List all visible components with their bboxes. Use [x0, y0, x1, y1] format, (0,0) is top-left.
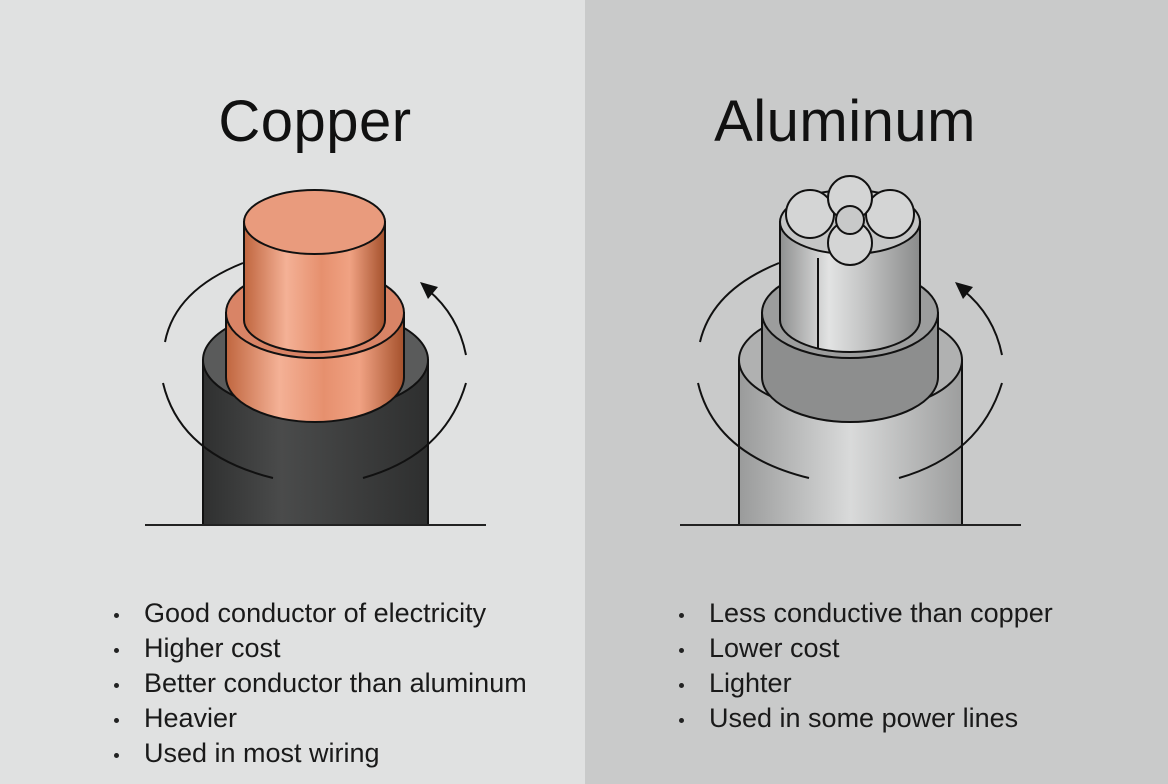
- copper-title: Copper: [218, 89, 412, 154]
- list-item: Better conductor than aluminum: [114, 666, 527, 701]
- rotation-arrow-icon: [420, 282, 438, 299]
- list-item: Good conductor of electricity: [114, 596, 527, 631]
- aluminum-panel: Aluminum: [585, 0, 1168, 784]
- copper-cable-icon: [145, 189, 486, 526]
- aluminum-title: Aluminum: [714, 89, 976, 154]
- list-item: Less conductive than copper: [679, 596, 1053, 631]
- copper-panel: Copper Good conductor of: [0, 0, 585, 784]
- list-item: Heavier: [114, 701, 527, 736]
- aluminum-cable-icon: [680, 175, 1021, 526]
- list-item: Lighter: [679, 666, 1053, 701]
- copper-bullet-list: Good conductor of electricity Higher cos…: [114, 596, 527, 771]
- rotation-arrow-icon: [955, 282, 973, 299]
- list-item: Used in some power lines: [679, 701, 1053, 736]
- list-item: Lower cost: [679, 631, 1053, 666]
- list-item: Higher cost: [114, 631, 527, 666]
- list-item: Used in most wiring: [114, 736, 527, 771]
- aluminum-bullet-list: Less conductive than copper Lower cost L…: [679, 596, 1053, 736]
